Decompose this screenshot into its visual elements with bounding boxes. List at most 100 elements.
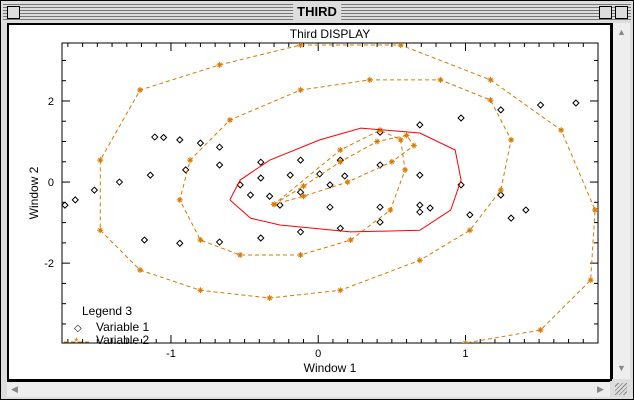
data-point: [457, 114, 465, 122]
scroll-right-icon[interactable]: ▶: [597, 384, 604, 394]
data-point: [341, 172, 349, 180]
vertical-scrollbar[interactable]: ▲ ▼: [612, 23, 630, 379]
y-axis-label: Window 2: [27, 166, 41, 219]
data-point: [337, 287, 344, 294]
data-point: [536, 101, 545, 109]
data-point: [215, 143, 224, 151]
data-point: [176, 239, 184, 247]
data-point: [457, 181, 465, 189]
data-point: [146, 171, 155, 179]
data-point: [296, 156, 305, 164]
legend-title: Legend 3: [82, 304, 132, 318]
data-point: [215, 238, 224, 246]
y-tick-label: -2: [44, 258, 54, 270]
data-point: [300, 183, 307, 190]
data-point: [410, 142, 417, 149]
data-point: [426, 204, 434, 212]
x-tick-label: -1: [166, 348, 176, 360]
data-point: [397, 136, 404, 143]
data-point: [90, 186, 99, 194]
series-contour: [229, 127, 462, 233]
scroll-left-icon[interactable]: ◀: [11, 384, 18, 394]
data-point: [271, 201, 278, 208]
data-point: [115, 178, 124, 186]
scroll-up-icon[interactable]: ▲: [617, 27, 626, 37]
data-point: [402, 166, 409, 173]
data-point: [376, 218, 384, 226]
data-point: [497, 187, 504, 194]
data-point: [62, 201, 69, 209]
x-axis-label: Window 1: [304, 361, 357, 375]
data-point: [487, 76, 494, 83]
data-point: [286, 171, 294, 179]
data-point: [297, 43, 304, 49]
data-point: [592, 207, 598, 214]
y-tick-label: 2: [48, 96, 54, 108]
data-point: [403, 132, 410, 139]
data-point: [197, 287, 204, 294]
legend-label-variable-2: Variable 2: [96, 333, 149, 347]
close-box-button[interactable]: [7, 6, 20, 19]
data-point: [140, 236, 149, 244]
title-bar[interactable]: THIRD: [3, 3, 631, 20]
data-point: [416, 201, 424, 209]
data-point: [176, 196, 183, 203]
data-point: [296, 188, 305, 196]
data-point: [416, 257, 423, 264]
data-point: [246, 191, 255, 199]
plot-canvas: [7, 23, 612, 381]
y-tick-label: 0: [48, 177, 54, 189]
horizontal-scrollbar[interactable]: ◀ ▶: [7, 381, 610, 397]
window-title: THIRD: [293, 3, 341, 20]
data-point: [257, 234, 265, 242]
data-point: [376, 203, 384, 211]
data-point: [416, 208, 424, 216]
data-point: [374, 138, 381, 145]
data-point: [71, 196, 79, 204]
data-point: [297, 87, 304, 94]
data-point: [137, 87, 144, 94]
data-point: [462, 340, 469, 343]
data-point: [176, 136, 184, 144]
data-point: [226, 117, 233, 124]
data-point: [151, 133, 159, 141]
data-point: [265, 192, 274, 200]
data-point: [587, 277, 594, 284]
data-point: [416, 121, 424, 129]
data-point: [522, 206, 530, 214]
data-point: [276, 201, 284, 209]
data-point: [572, 99, 580, 107]
data-point: [366, 76, 373, 83]
data-point: [297, 252, 304, 259]
data-point: [388, 158, 395, 165]
legend: Legend 3 ◇ Variable 1 * Variable 2: [64, 304, 149, 349]
data-point: [337, 147, 344, 154]
legend-label-variable-1: Variable 1: [96, 320, 149, 334]
data-point: [344, 179, 351, 186]
resize-grip-icon[interactable]: [615, 383, 627, 395]
data-point: [216, 61, 223, 68]
data-point: [497, 106, 505, 114]
data-point: [187, 157, 194, 164]
series-line: [229, 127, 462, 233]
data-point: [296, 228, 305, 236]
data-point: [196, 139, 205, 147]
collapse-box-button[interactable]: [615, 6, 628, 19]
data-point: [347, 237, 354, 244]
data-point: [437, 76, 444, 83]
data-point: [215, 161, 224, 169]
scroll-down-icon[interactable]: ▼: [617, 363, 626, 373]
zoom-box-button[interactable]: [599, 6, 612, 19]
data-point: [558, 127, 565, 134]
data-point: [416, 171, 424, 179]
data-point: [337, 158, 344, 165]
data-point: [300, 193, 307, 200]
series-line: [99, 44, 596, 343]
data-point: [159, 133, 168, 142]
series-variable-2: [97, 43, 598, 343]
data-point: [315, 170, 324, 178]
data-point: [181, 166, 190, 174]
data-point: [487, 97, 494, 104]
plot-frame: [61, 42, 599, 344]
